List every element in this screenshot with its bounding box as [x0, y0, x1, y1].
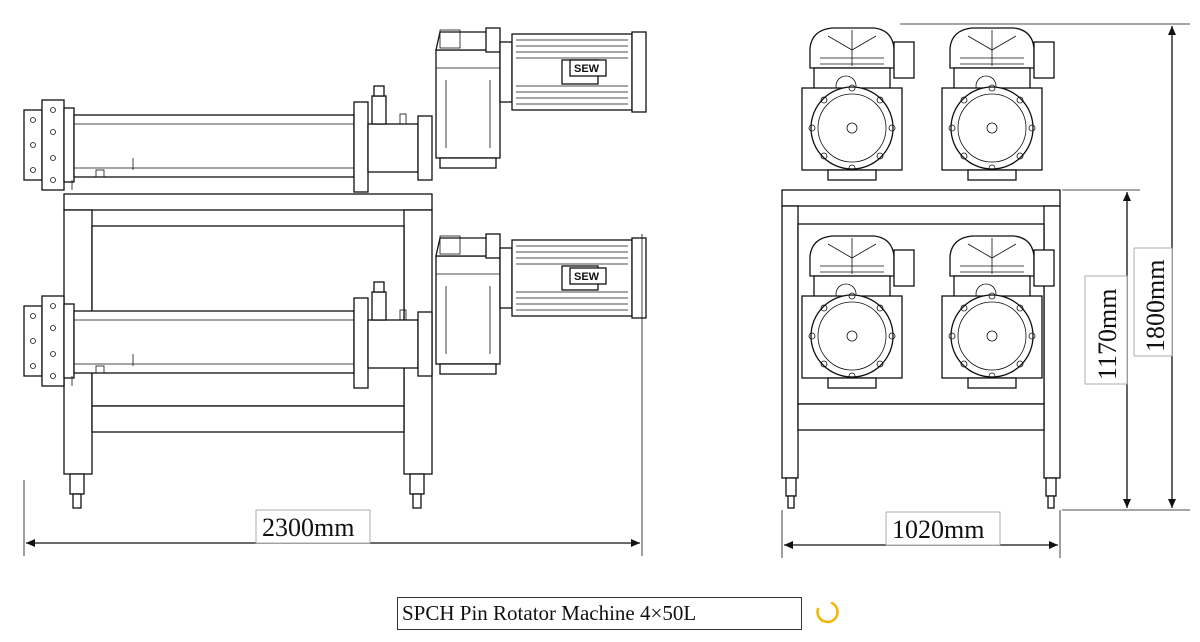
front-view: 1020mm 1170mm 1800mm	[781, 23, 1190, 558]
front-drum-bottom-left	[801, 235, 915, 389]
caption-text: SPCH Pin Rotator Machine 4×50L	[402, 601, 697, 625]
svg-text:2300mm: 2300mm	[262, 513, 354, 542]
upper-drum	[23, 85, 433, 193]
svg-text:SEW: SEW	[574, 63, 600, 75]
svg-text:1020mm: 1020mm	[892, 515, 984, 544]
lower-brand-plate: SEW	[569, 267, 607, 285]
front-drum-top-left	[801, 27, 915, 181]
spinner-icon	[812, 597, 840, 625]
dimension-total-height: 1800mm	[900, 23, 1190, 508]
upper-gear-motor	[435, 27, 647, 169]
lower-gear-motor	[435, 233, 647, 375]
svg-text:1800mm: 1800mm	[1141, 260, 1170, 352]
front-drum-bottom-right	[941, 235, 1055, 389]
caption: SPCH Pin Rotator Machine 4×50L	[397, 597, 802, 630]
dimension-side-width: 2300mm	[23, 234, 643, 556]
upper-brand-plate: SEW	[569, 59, 607, 77]
svg-text:1170mm: 1170mm	[1093, 289, 1122, 380]
svg-text:SEW: SEW	[574, 271, 600, 283]
front-drum-top-right	[941, 27, 1055, 181]
dimension-front-width: 1020mm	[781, 510, 1061, 558]
dimension-frame-height: 1170mm	[1062, 189, 1190, 511]
side-view: SEW SEW 2300mm	[23, 27, 647, 556]
